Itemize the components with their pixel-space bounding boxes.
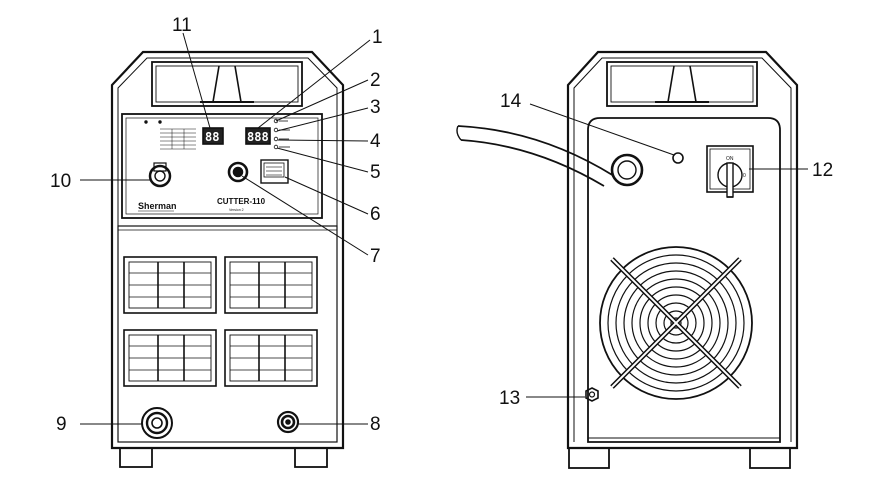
front-handle (151, 61, 303, 107)
callout-4: 4 (370, 131, 381, 152)
torch-connector (141, 407, 173, 439)
gas-inlet (672, 152, 684, 164)
callout-numbers: 1 2 3 4 5 6 7 8 9 10 11 12 13 14 (50, 15, 833, 435)
work-clamp-connector (276, 410, 300, 434)
front-lower-body (117, 225, 338, 443)
power-switch[interactable]: ON 0 (706, 145, 754, 198)
ground-screw (585, 387, 599, 402)
rear-foot-left (568, 447, 610, 469)
switch-off-label: 0 (743, 173, 746, 179)
callout-5: 5 (370, 162, 381, 183)
callout-6: 6 (370, 204, 381, 225)
display-small (202, 127, 224, 145)
cooling-fan (599, 246, 753, 400)
callout-8: 8 (370, 414, 381, 435)
rear-housing (566, 50, 799, 450)
current-knob[interactable] (227, 161, 249, 183)
front-vents (123, 256, 318, 387)
callout-2: 2 (370, 70, 381, 91)
front-control-panel: 88 888 (121, 113, 323, 219)
rear-unit: ON 0 (456, 50, 799, 469)
front-foot-left (119, 447, 153, 468)
model-sublabel: Version 2 (229, 208, 244, 212)
rear-handle (606, 61, 758, 107)
leader-lines (80, 32, 808, 425)
callout-9: 9 (56, 414, 67, 435)
mode-switch[interactable] (260, 159, 289, 184)
callout-7: 7 (370, 246, 381, 267)
callout-3: 3 (370, 97, 381, 118)
display-large-readout: 888 (247, 130, 269, 144)
display-small-readout: 88 (205, 130, 219, 144)
front-housing-inner (117, 57, 338, 442)
indicator-leds (273, 118, 290, 150)
rear-foot-right (749, 447, 791, 469)
brand-label: Sherman (138, 201, 177, 211)
rear-housing-inner (573, 57, 792, 442)
front-housing (110, 50, 345, 450)
callout-11: 11 (172, 15, 192, 36)
parameter-table (160, 128, 196, 150)
callout-13: 13 (499, 388, 520, 409)
callout-12: 12 (812, 160, 833, 181)
model-label: CUTTER-110 (217, 197, 266, 206)
front-unit: 88 888 (110, 50, 345, 468)
callout-10: 10 (50, 171, 71, 192)
callout-1: 1 (372, 27, 383, 48)
front-foot-right (294, 447, 328, 468)
torch-cable (456, 125, 644, 187)
gas-connector (148, 162, 172, 188)
switch-on-label: ON (726, 156, 734, 162)
callout-14: 14 (500, 91, 522, 112)
